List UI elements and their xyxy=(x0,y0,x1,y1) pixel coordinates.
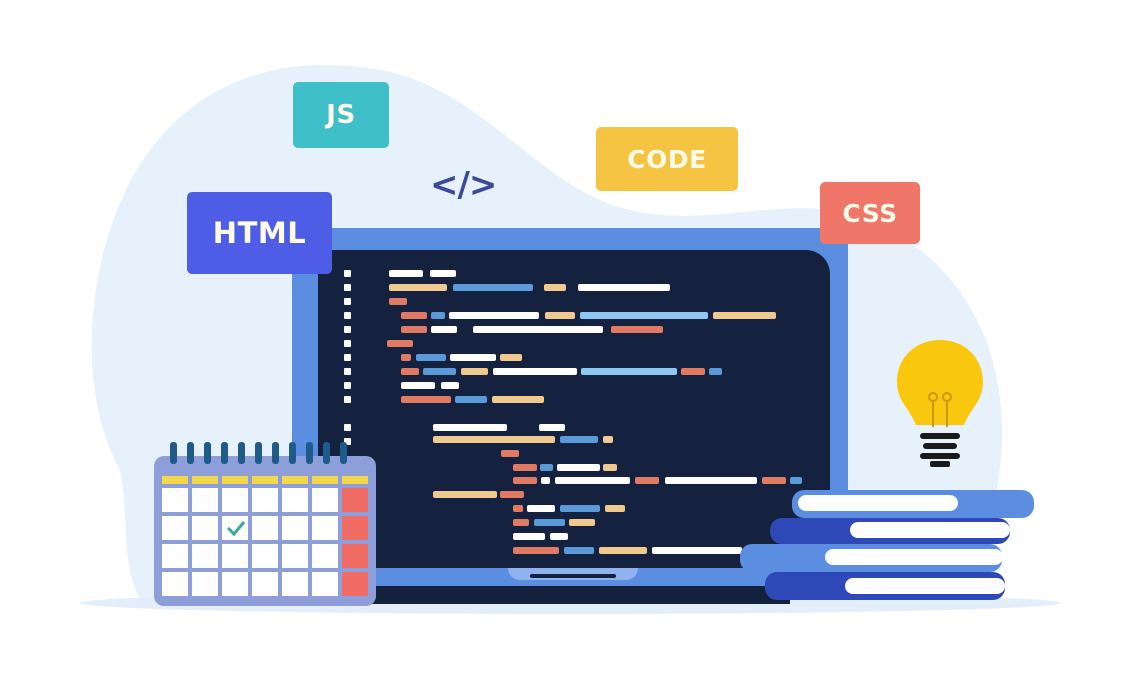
code-token xyxy=(492,396,544,403)
code-token xyxy=(560,436,598,443)
code-token xyxy=(401,368,419,375)
line-number xyxy=(344,326,351,333)
code-token xyxy=(433,436,555,443)
lightbulb-icon xyxy=(897,340,983,467)
code-token xyxy=(401,312,427,319)
js-tag-label: JS xyxy=(326,100,356,130)
code-token xyxy=(578,284,670,291)
code-token xyxy=(453,284,533,291)
line-number xyxy=(344,312,351,319)
code-token xyxy=(560,505,600,512)
code-token xyxy=(513,533,545,540)
css-tag-label: CSS xyxy=(842,198,898,228)
code-token xyxy=(762,477,786,484)
code-token xyxy=(441,382,459,389)
code-token xyxy=(430,270,456,277)
code-token xyxy=(605,505,625,512)
code-token xyxy=(665,477,757,484)
line-number xyxy=(344,382,351,389)
html-tag: HTML xyxy=(187,192,332,274)
code-token xyxy=(389,298,407,305)
code-token xyxy=(513,547,559,554)
laptop-base-shadow xyxy=(300,586,790,604)
code-token xyxy=(513,519,529,526)
line-number xyxy=(344,284,351,291)
code-token xyxy=(557,464,600,471)
css-tag: CSS xyxy=(820,182,920,244)
code-token xyxy=(539,424,565,431)
code-token xyxy=(500,354,522,361)
code-token xyxy=(652,547,742,554)
code-token xyxy=(493,368,577,375)
code-token xyxy=(534,519,565,526)
code-token xyxy=(473,326,603,333)
html-tag-label: HTML xyxy=(212,216,307,250)
code-token xyxy=(527,505,555,512)
line-number xyxy=(344,424,351,431)
code-brackets-icon: </> xyxy=(430,165,497,205)
code-token xyxy=(423,368,456,375)
code-token xyxy=(603,436,613,443)
code-token xyxy=(500,491,524,498)
line-number xyxy=(344,354,351,361)
code-token xyxy=(433,424,507,431)
line-number xyxy=(344,270,351,277)
code-token xyxy=(416,354,446,361)
code-token xyxy=(433,491,497,498)
code-token xyxy=(635,477,659,484)
checkmark-icon xyxy=(226,521,246,537)
code-token xyxy=(555,477,630,484)
line-number xyxy=(344,396,351,403)
code-token xyxy=(455,396,487,403)
code-token xyxy=(603,464,617,471)
code-token xyxy=(681,368,705,375)
code-token xyxy=(513,464,537,471)
code-token xyxy=(431,312,445,319)
code-token xyxy=(461,368,488,375)
code-token xyxy=(501,450,519,457)
code-token xyxy=(401,326,427,333)
code-token xyxy=(569,519,595,526)
code-token xyxy=(540,464,553,471)
line-number xyxy=(344,368,351,375)
code-token xyxy=(541,477,550,484)
code-token xyxy=(401,354,411,361)
code-token xyxy=(387,340,413,347)
code-token xyxy=(389,284,447,291)
code-token xyxy=(431,326,457,333)
code-token xyxy=(545,312,575,319)
code-token xyxy=(713,312,776,319)
code-token xyxy=(450,354,496,361)
code-token xyxy=(401,382,435,389)
code-token xyxy=(513,477,537,484)
code-token xyxy=(564,547,594,554)
laptop-notch-slot xyxy=(530,574,616,578)
code-token xyxy=(790,477,802,484)
code-token xyxy=(544,284,566,291)
code-token xyxy=(449,312,539,319)
code-token xyxy=(550,533,568,540)
code-token xyxy=(581,368,677,375)
code-tag: CODE xyxy=(596,127,738,191)
code-tag-label: CODE xyxy=(627,144,707,174)
calendar-icon xyxy=(154,442,376,606)
books-stack-icon xyxy=(740,490,1034,600)
code-token xyxy=(709,368,722,375)
code-token xyxy=(599,547,647,554)
line-number xyxy=(344,298,351,305)
code-token xyxy=(401,396,451,403)
line-number xyxy=(344,340,351,347)
js-tag: JS xyxy=(293,82,389,148)
line-number xyxy=(344,438,351,445)
code-token xyxy=(611,326,663,333)
code-token xyxy=(513,505,523,512)
code-token xyxy=(389,270,423,277)
code-token xyxy=(580,312,708,319)
